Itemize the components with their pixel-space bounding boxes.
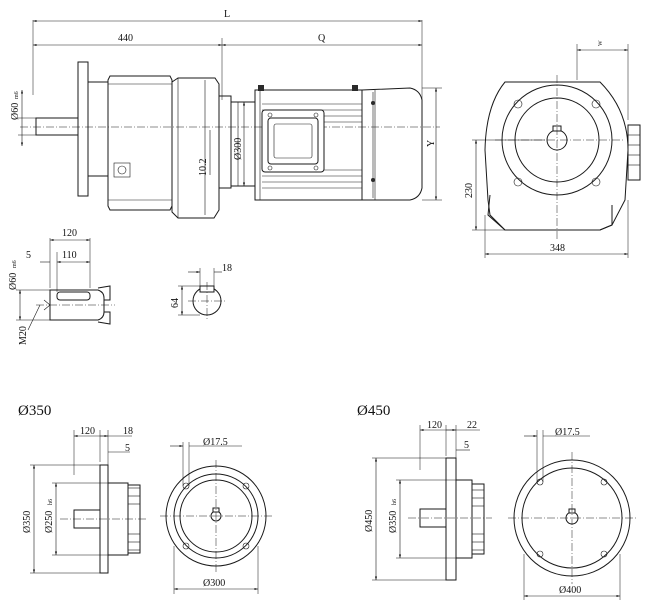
dim-250-fit-label: h6: [48, 499, 54, 505]
dim-450-outer-label: Ø450: [364, 510, 375, 532]
dim-450-22-label: 22: [467, 420, 477, 431]
dim-450-120-label: 120: [427, 420, 442, 431]
shaft-key: [56, 291, 91, 301]
output-flange: [77, 61, 89, 197]
dim-350-18-label: 18: [123, 426, 133, 437]
flange-450-housing: [455, 479, 473, 559]
end-view: W 230 348: [464, 40, 641, 258]
dim-450-hole-label: Ø17.5: [555, 427, 580, 438]
dim-350-outer-label: Ø350: [22, 511, 33, 533]
shaft-shoulder: [97, 285, 111, 325]
lifting-lug: [352, 85, 358, 91]
dim-350-hole-label: Ø17.5: [203, 437, 228, 448]
dim-Q-label: Q: [318, 33, 326, 44]
dim-L-label: L: [224, 9, 230, 20]
fan-cover: [361, 87, 423, 201]
dim-400-label: Ø400: [559, 585, 581, 596]
end-housing: [484, 81, 629, 231]
flange-450-option: Ø450 120 22 5 Ø450 Ø350: [357, 403, 636, 600]
dim-key-width-label: 18: [222, 263, 232, 274]
terminal-box: [261, 109, 325, 173]
flange-450-title: Ø450: [357, 403, 390, 419]
dim-detail-dia-label: Ø60: [8, 273, 19, 290]
leader-thread: [27, 304, 41, 331]
key-section: 18 64: [170, 263, 232, 320]
dim-shaft-120-label: 120: [62, 228, 77, 239]
dim-300-label: Ø300: [203, 578, 225, 589]
dim-348-label: 348: [550, 243, 565, 254]
dim-thread-label: M20: [18, 326, 29, 345]
flange-450-ribs: [471, 483, 485, 555]
lifting-lug: [258, 85, 264, 91]
dim-440-label: 440: [118, 33, 133, 44]
side-view: L 440 Q: [10, 9, 442, 219]
flange-hub: [87, 81, 109, 177]
dim-450-5-label: 5: [464, 440, 469, 451]
flange-450-plate: [445, 457, 457, 581]
gear-housing-1: [107, 75, 173, 211]
bolt-hole: [600, 478, 608, 486]
dim-offset-label: 10.2: [198, 159, 209, 177]
dim-350-120-label: 120: [80, 426, 95, 437]
flange-350-option: Ø350 120 18 5 Ø350 Ø2: [18, 403, 272, 594]
dim-350-5-label: 5: [125, 443, 130, 454]
bolt-hole: [242, 482, 250, 490]
bolt-hole: [536, 550, 544, 558]
dim-shaft-dia-label: Ø60: [10, 103, 21, 120]
base-foot: [487, 194, 613, 231]
dim-230-label: 230: [464, 183, 475, 198]
dim-450-fit-label: h6: [392, 499, 398, 505]
flange-350-title: Ø350: [18, 403, 51, 419]
dim-Y-label: Y: [426, 140, 437, 147]
dim-detail-fit-label: m6: [12, 260, 18, 268]
flange-450-shaft: [419, 508, 447, 528]
side-cover: [627, 124, 641, 181]
dim-key-height-label: 64: [170, 298, 181, 308]
bolt-hole: [600, 550, 608, 558]
adapter-ring: [218, 95, 232, 189]
dim-W-label: W: [598, 40, 604, 46]
bolt-hole: [182, 542, 190, 550]
inspection-plug: [113, 162, 131, 178]
dim-motor-dia-label: Ø300: [233, 138, 244, 160]
dim-250-label: Ø250: [44, 511, 55, 533]
dim-450-pilot-label: Ø350: [388, 511, 399, 533]
gear-housing-2: [171, 77, 220, 219]
bolt-hole: [242, 542, 250, 550]
dim-shaft-110-label: 110: [62, 250, 77, 261]
dim-shaft-fit-label: m6: [14, 91, 20, 99]
output-shaft: [35, 117, 79, 136]
shaft-detail: 120 110 5 Ø60 m6 M20: [8, 228, 115, 345]
dim-shaft-5-label: 5: [26, 250, 31, 261]
